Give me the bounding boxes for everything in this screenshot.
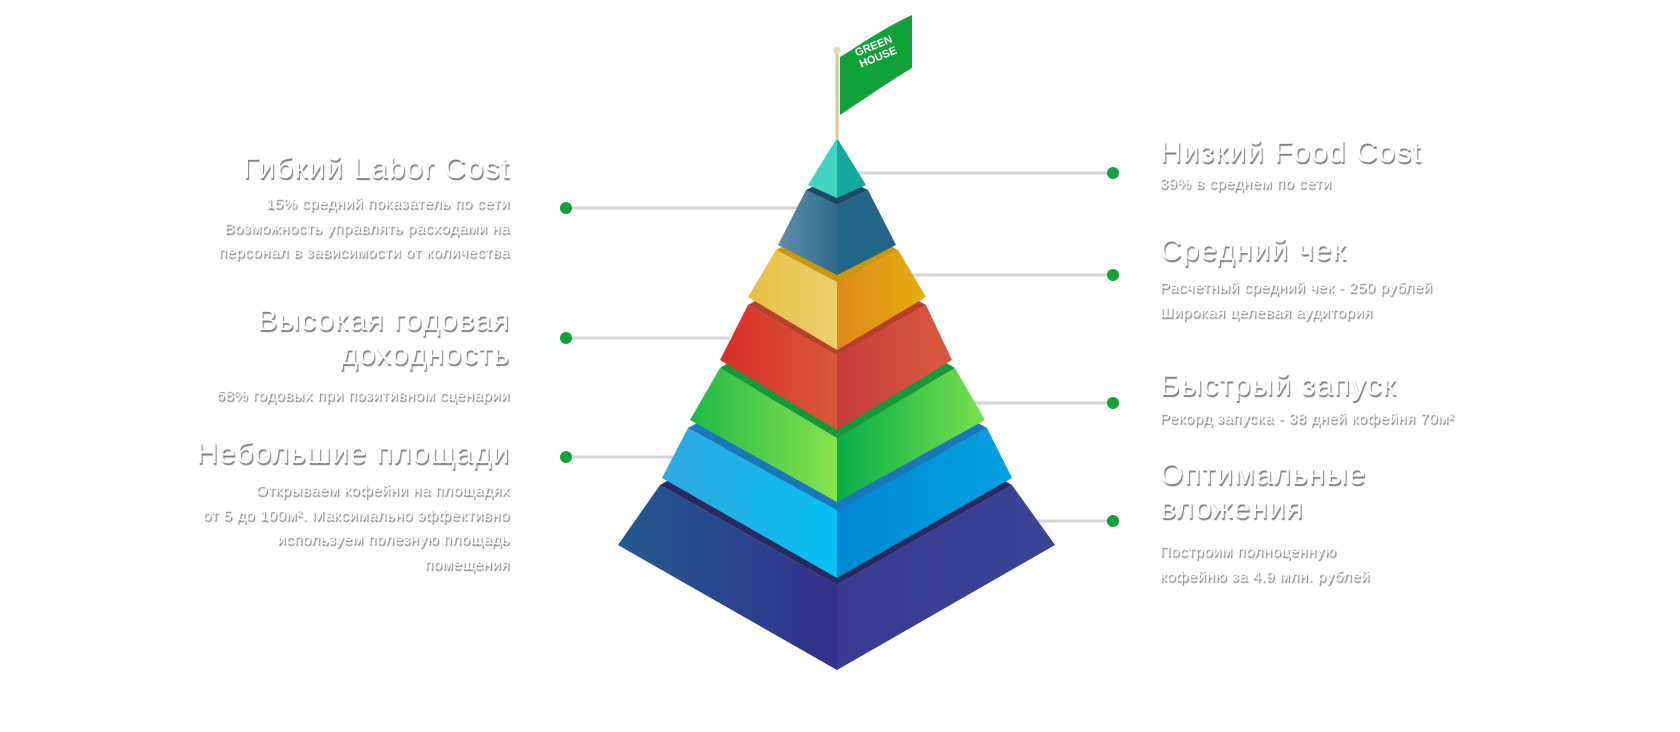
feature-annual-return: Высокая годовая доходность 68% годовых п… [217, 304, 510, 409]
title-line: Оптимальные [1160, 458, 1367, 491]
desc-line: кофейню за 4.9 млн. рублей [1160, 567, 1371, 585]
connector-lines [566, 171, 1113, 523]
feature-food-cost: Низкий Food Cost 39% в среднем по сети [1160, 136, 1422, 197]
feature-description: Рекорд запуска - 38 дней кофейня 70м² [1160, 407, 1454, 432]
connector-dots [560, 167, 1119, 527]
desc-line: помещения [425, 555, 510, 573]
feature-description: 15% средний показатель по сети Возможнос… [219, 192, 510, 266]
desc-line: используем полезную площадь [277, 531, 510, 548]
feature-quick-launch: Быстрый запуск Рекорд запуска - 38 дней … [1160, 369, 1454, 432]
feature-description: 68% годовых при позитивном сценарии [217, 384, 510, 409]
feature-average-check: Средний чек Расчетный средний чек - 250 … [1160, 234, 1433, 325]
desc-line: 39% в среднем по сети [1160, 175, 1332, 192]
title-line: Высокая годовая [257, 304, 510, 337]
title-line: доходность [340, 338, 510, 371]
feature-optimal-investment: Оптимальные вложения Построим полноценну… [1160, 458, 1370, 589]
desc-line: Рекорд запуска - 38 дней кофейня 70м² [1160, 410, 1455, 427]
feature-description: Открываем кофейни на площадях от 5 до 10… [196, 479, 510, 577]
pyramid-tip [808, 138, 866, 198]
feature-title: Быстрый запуск [1160, 369, 1397, 402]
feature-description: Расчетный средний чек - 250 рублей Широк… [1160, 276, 1433, 325]
desc-line: Построим полноценную [1160, 543, 1337, 560]
feature-title: Оптимальные вложения [1160, 458, 1370, 526]
desc-line: Расчетный средний чек - 250 рублей [1160, 279, 1433, 296]
feature-small-areas: Небольшие площади Открываем кофейни на п… [196, 437, 510, 577]
feature-labor-cost: Гибкий Labor Cost 15% средний показатель… [219, 152, 510, 266]
desc-line: от 5 до 100м². Максимально эффективно [203, 506, 510, 524]
feature-title: Низкий Food Cost [1160, 136, 1422, 169]
feature-title: Высокая годовая доходность [217, 304, 510, 372]
feature-title: Гибкий Labor Cost [242, 152, 510, 185]
desc-line: Открываем кофейни на площадях [256, 482, 510, 499]
feature-description: 39% в среднем по сети [1160, 172, 1422, 197]
flag [833, 15, 912, 140]
desc-line: персонал в зависимости от количества [218, 244, 510, 261]
feature-title: Средний чек [1160, 234, 1347, 267]
title-line: вложения [1160, 492, 1304, 525]
feature-title: Небольшие площади [196, 437, 510, 470]
desc-line: 15% средний показатель по сети [266, 195, 510, 212]
desc-line: 68% годовых при позитивном сценарии [216, 387, 510, 404]
feature-description: Построим полноценную кофейню за 4.9 млн.… [1160, 540, 1370, 589]
desc-line: Широкая целевая аудитория [1160, 303, 1373, 321]
desc-line: Возможность управлять расходами на [224, 219, 510, 237]
